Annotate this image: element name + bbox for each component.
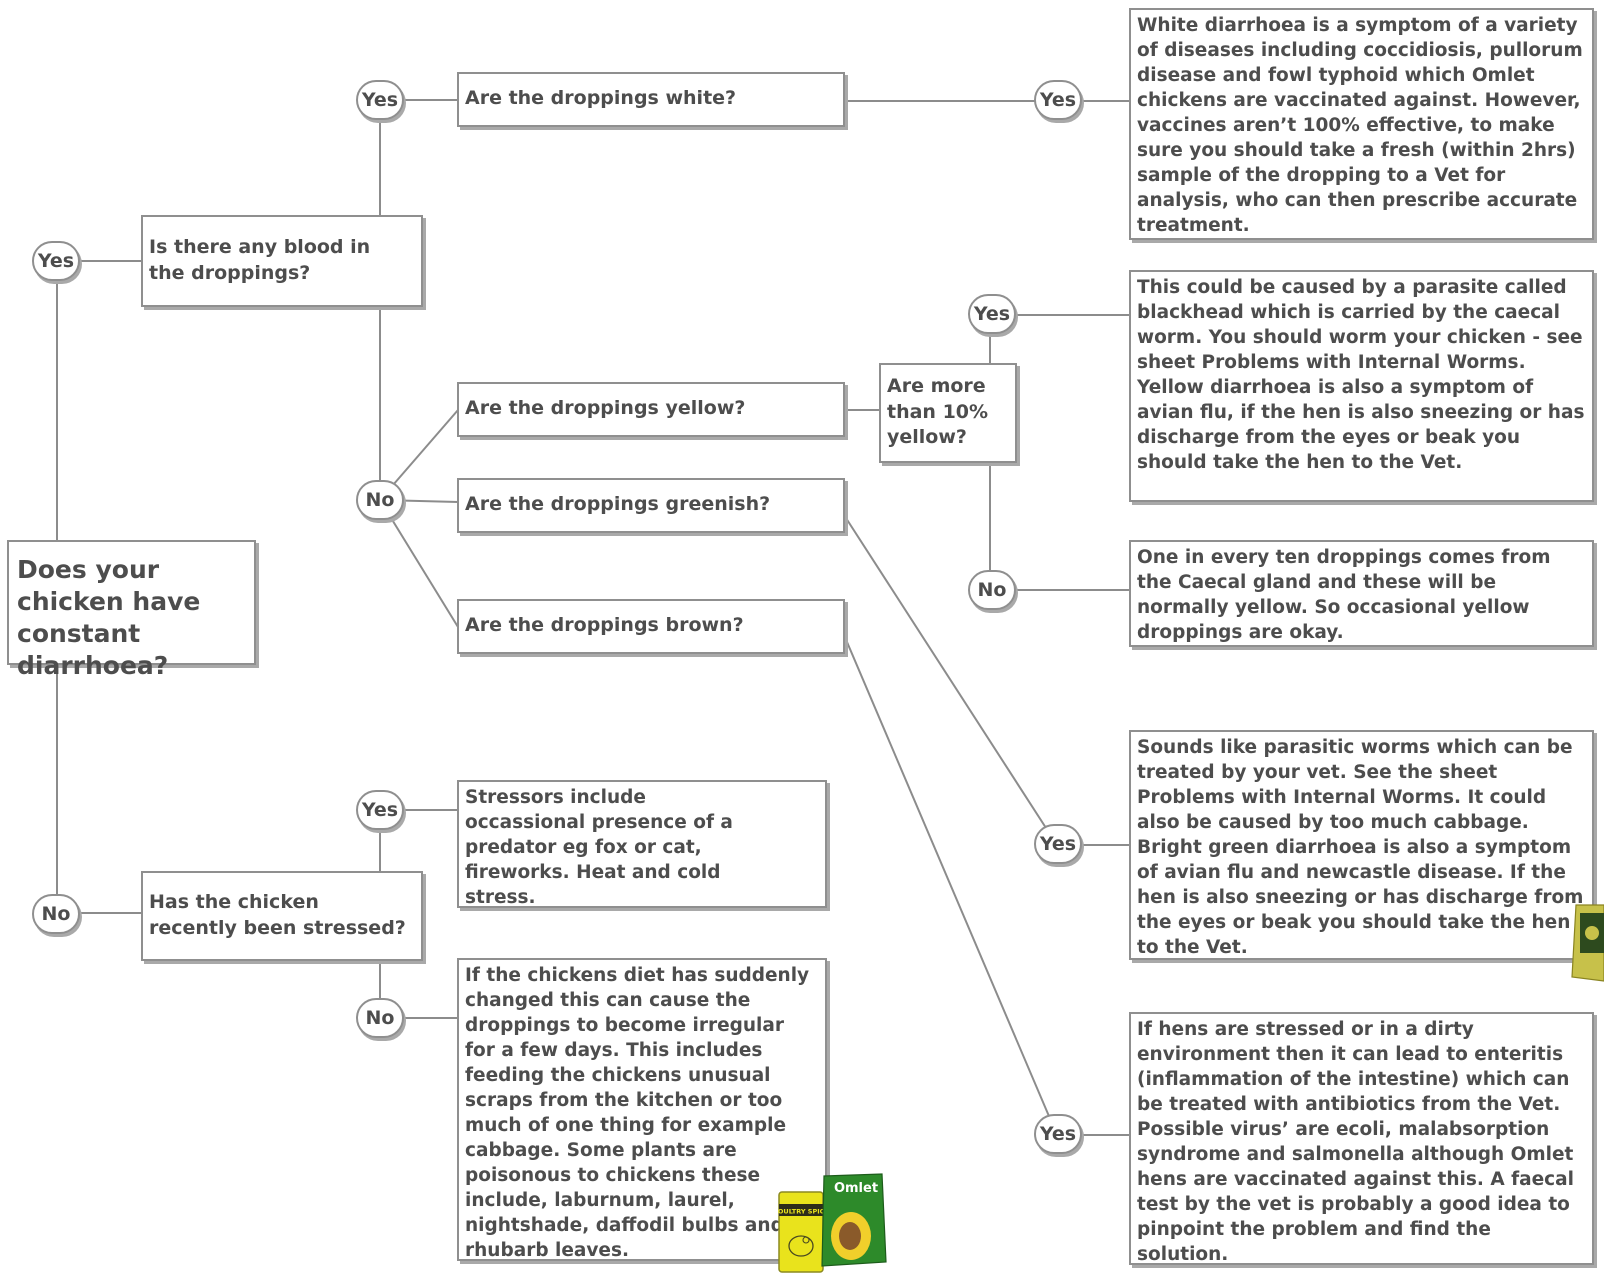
yes-pill-start: Yes [32, 241, 80, 281]
poultry-spice-tin-image: POULTRY SPICE [778, 1191, 828, 1273]
no-pill-blood: No [356, 480, 404, 520]
no-pill-label: No [365, 489, 395, 511]
question-greenish-box: Are the droppings greenish? [457, 478, 845, 533]
tin-label-text: POULTRY SPICE [778, 1208, 828, 1216]
yes-pill-label: Yes [1039, 833, 1077, 855]
no-pill-more-than-10: No [968, 570, 1016, 610]
yes-pill-label: Yes [973, 303, 1011, 325]
yes-pill-more-than-10: Yes [968, 294, 1016, 334]
yes-pill-label: Yes [361, 89, 399, 111]
yes-pill-blood: Yes [356, 80, 404, 120]
answer-stress-yes-box: Stressors include occassional presence o… [457, 780, 827, 908]
start-question-text: Does your chicken have constant diarrhoe… [17, 555, 201, 680]
question-white-text: Are the droppings white? [465, 87, 737, 110]
answer-yellow-no-text: One in every ten droppings comes from th… [1137, 547, 1551, 643]
yes-pill-label: Yes [361, 799, 399, 821]
yes-pill-label: Yes [1039, 1123, 1077, 1145]
answer-brown-text: If hens are stressed or in a dirty envir… [1137, 1019, 1574, 1265]
question-yellow-text: Are the droppings yellow? [465, 397, 746, 420]
question-stressed-text: Has the chicken recently been stressed? [149, 891, 406, 939]
question-greenish-text: Are the droppings greenish? [465, 493, 771, 516]
question-white-box: Are the droppings white? [457, 72, 845, 127]
answer-stress-yes-text: Stressors include occassional presence o… [465, 787, 733, 908]
yes-pill-greenish: Yes [1034, 824, 1082, 864]
yes-pill-brown: Yes [1034, 1114, 1082, 1154]
answer-white-box: White diarrhoea is a symptom of a variet… [1129, 8, 1594, 240]
answer-yellow-yes-box: This could be caused by a parasite calle… [1129, 270, 1594, 502]
question-brown-box: Are the droppings brown? [457, 599, 845, 654]
answer-brown-box: If hens are stressed or in a dirty envir… [1129, 1012, 1594, 1265]
question-blood-box: Is there any blood in the droppings? [141, 215, 423, 307]
question-more-than-10-box: Are more than 10% yellow? [879, 363, 1017, 463]
yes-pill-label: Yes [1039, 89, 1077, 111]
question-yellow-box: Are the droppings yellow? [457, 382, 845, 437]
question-brown-text: Are the droppings brown? [465, 614, 744, 637]
treatment-pack-image [1571, 904, 1604, 982]
yes-pill-white: Yes [1034, 80, 1082, 120]
answer-yellow-no-box: One in every ten droppings comes from th… [1129, 540, 1594, 647]
answer-stress-no-text: If the chickens diet has suddenly change… [465, 965, 810, 1261]
yes-pill-label: Yes [37, 250, 75, 272]
question-more-than-10-text: Are more than 10% yellow? [887, 375, 989, 449]
answer-greenish-text: Sounds like parasitic worms which can be… [1137, 737, 1584, 958]
no-pill-label: No [365, 1007, 395, 1029]
answer-white-text: White diarrhoea is a symptom of a variet… [1137, 15, 1583, 236]
answer-stress-no-box: If the chickens diet has suddenly change… [457, 958, 827, 1261]
no-pill-stressed: No [356, 998, 404, 1038]
answer-yellow-yes-text: This could be caused by a parasite calle… [1137, 277, 1585, 473]
no-pill-label: No [977, 579, 1007, 601]
question-stressed-box: Has the chicken recently been stressed? [141, 871, 423, 961]
no-pill-label: No [41, 903, 71, 925]
bag-label-text: Omlet [834, 1181, 878, 1196]
no-pill-start: No [32, 894, 80, 934]
start-question-box: Does your chicken have constant diarrhoe… [7, 540, 256, 680]
yes-pill-stressed: Yes [356, 790, 404, 830]
answer-greenish-box: Sounds like parasitic worms which can be… [1129, 730, 1594, 960]
question-blood-text: Is there any blood in the droppings? [149, 236, 371, 284]
organic-feed-bag-image: Omlet [821, 1173, 887, 1267]
